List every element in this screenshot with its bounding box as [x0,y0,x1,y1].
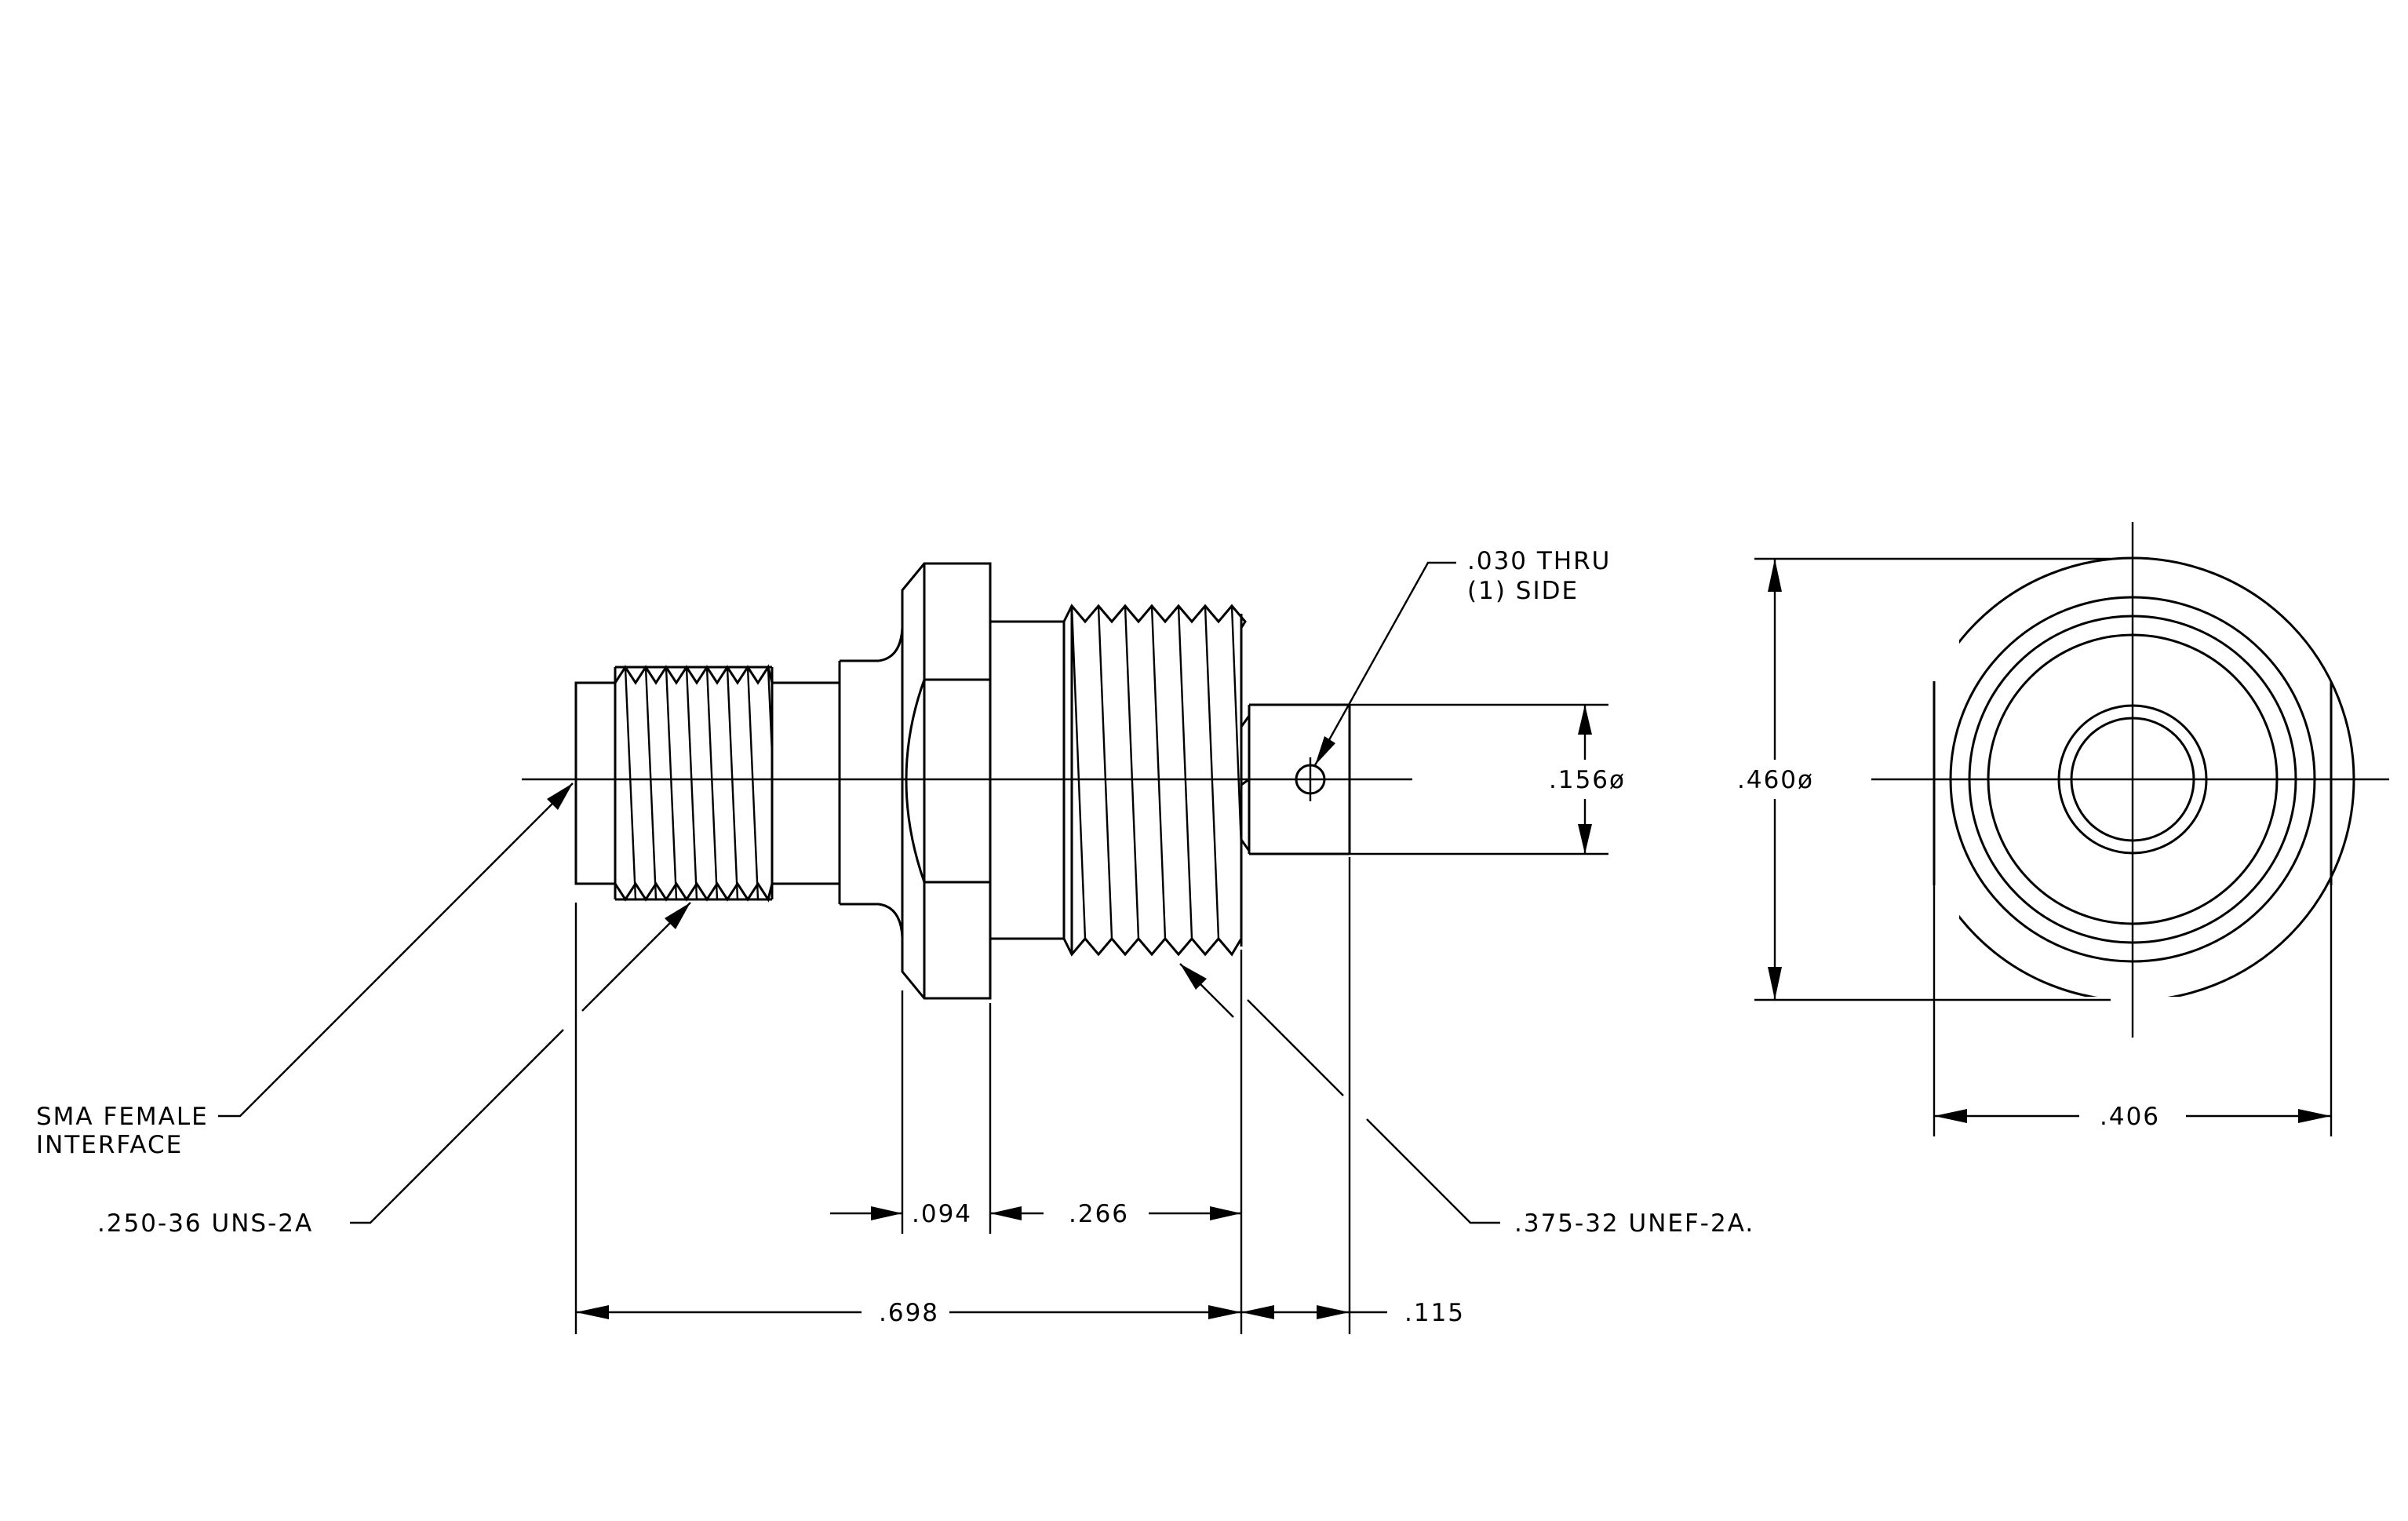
large-thread-helix [1070,605,1243,939]
callouts: .030 THRU (1) SIDE SMA FEMALE INTERFACE … [36,547,1754,1238]
callout-large-thread: .375-32 UNEF-2A. [1514,1209,1754,1238]
end-view [1871,522,2389,1038]
small-thread-teeth-bottom [614,881,774,903]
end-ring-3 [1987,633,2279,925]
small-thread-teeth-top [614,664,774,685]
neck-section [990,620,1064,940]
dim-thread-length: .266 [1069,1200,1129,1228]
callout-interface-line2: INTERFACE [36,1131,183,1159]
dim-body-diameter: .460ø [1737,766,1814,794]
large-thread-teeth-bottom [1062,936,1243,957]
callout-interface-line1: SMA FEMALE [36,1103,209,1131]
side-view [522,562,1412,1000]
dim-overall-length: .698 [879,1299,939,1327]
dim-flat-width: .406 [2100,1103,2160,1131]
callout-hole-line1: .030 THRU [1467,547,1611,575]
dim-flange-thickness: .094 [912,1200,972,1228]
small-thread-helix [624,666,774,900]
callout-small-thread: .250-36 UNS-2A [97,1209,313,1238]
undercut-section [770,681,841,885]
pin-section [1240,703,1351,855]
large-thread-teeth-top [1062,604,1247,629]
callout-hole-line2: (1) SIDE [1467,577,1579,605]
large-thread-section [1062,604,1247,957]
hex-flange [901,562,992,1000]
small-thread-section [574,664,774,903]
dimensions: .156ø .460ø .406 .094 .266 [574,557,2333,1334]
end-ring-1 [1949,596,2316,963]
dim-pin-length: .115 [1404,1299,1465,1327]
end-outer-circle [1959,556,2355,997]
end-ring-2 [1968,615,2297,944]
collar-section [838,627,904,938]
dim-pin-diameter: .156ø [1549,766,1626,794]
end-bore-inner [2070,717,2195,842]
end-bore-outer [2057,704,2208,855]
